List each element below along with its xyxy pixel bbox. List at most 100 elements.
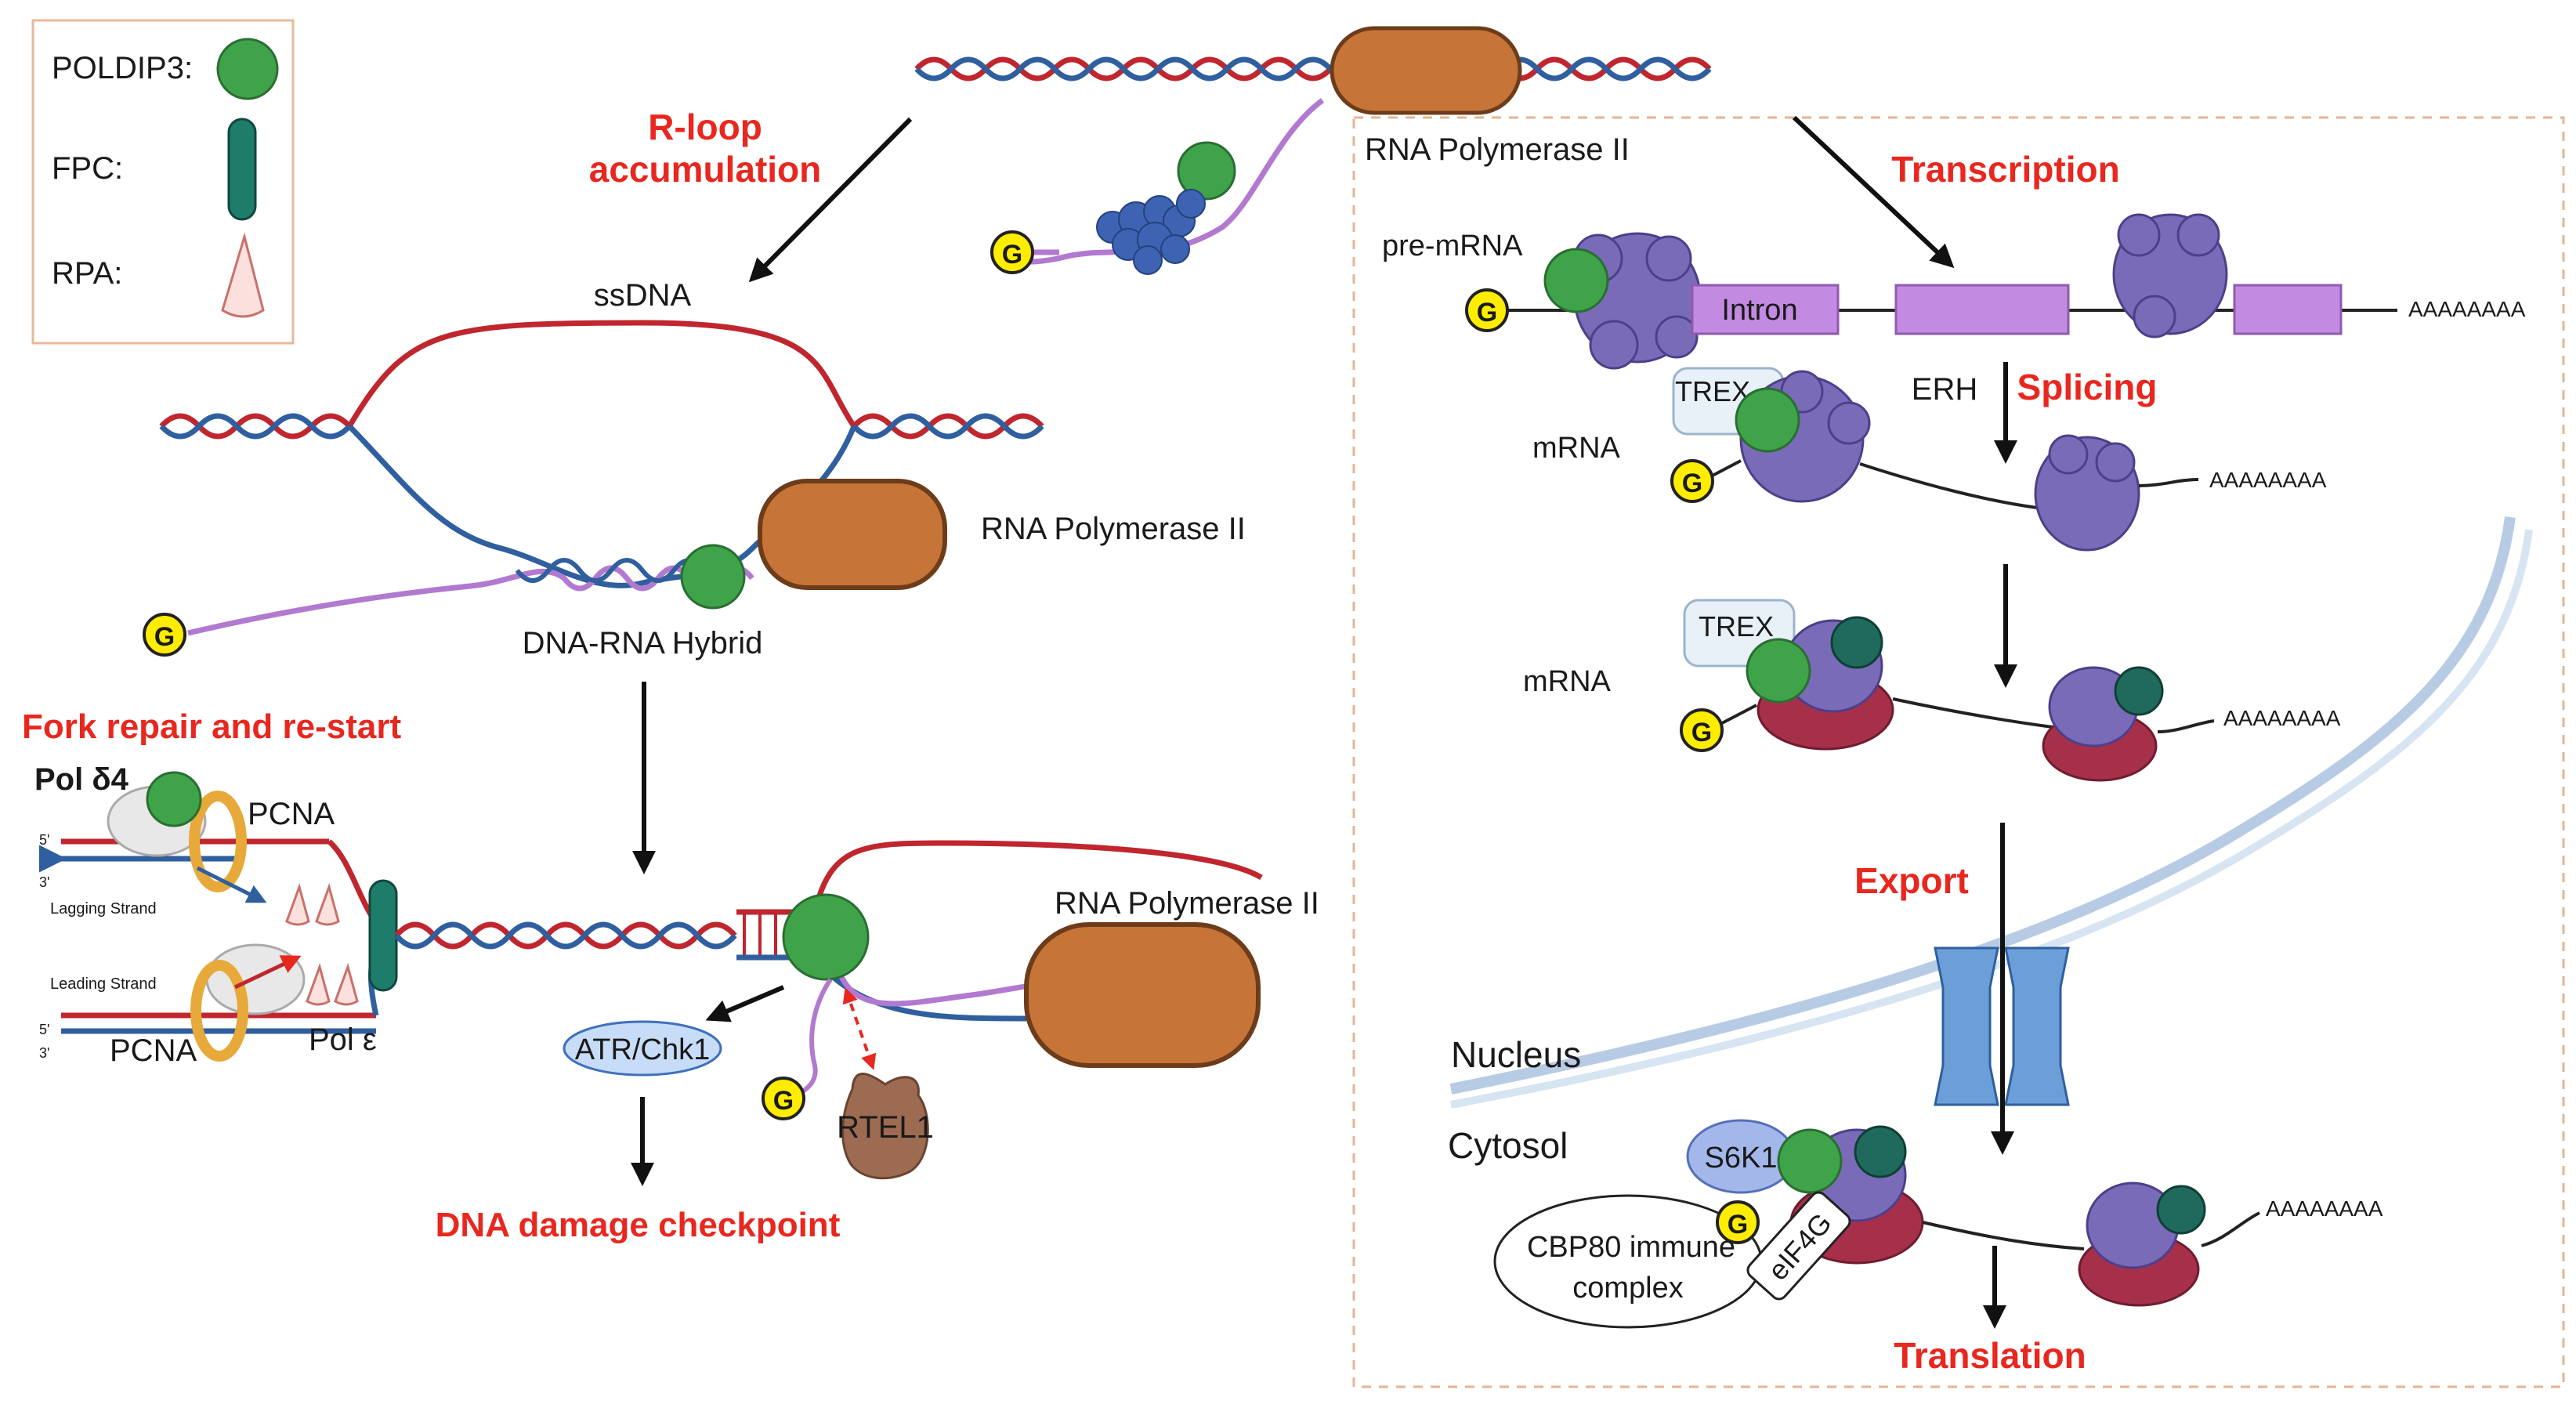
fpc-complex — [368, 879, 398, 992]
rpa-icon — [221, 232, 265, 318]
nucleus-label: Nucleus — [1451, 1034, 1581, 1075]
mrna1-poldip3 — [1735, 387, 1800, 453]
fork-cap-icon — [762, 1077, 805, 1120]
top-blue-protein-cluster — [1096, 189, 1206, 275]
cyto-poldip3 — [1777, 1128, 1843, 1194]
trex-label-2: TREX — [1699, 610, 1774, 642]
top-rna-polymerase — [1330, 26, 1522, 115]
fork-cap-letter: G — [773, 1086, 794, 1116]
fpc-icon — [227, 118, 257, 221]
three-prime-bottom: 3' — [39, 1045, 49, 1061]
nuclear-envelope-outer — [1449, 516, 2516, 1095]
hybrid-label: DNA-RNA Hybrid — [523, 626, 763, 660]
top-dna-blue-strand — [914, 56, 1712, 81]
rtel1-label: RTEL1 — [837, 1110, 934, 1145]
checkpoint-label: DNA damage checkpoint — [436, 1206, 841, 1244]
pcna-top-ring — [189, 791, 247, 892]
s6k1-label: S6K1 — [1705, 1142, 1778, 1174]
rloop-right-dna-blue — [852, 413, 1044, 440]
pre-mrna-poldip3 — [1543, 248, 1609, 313]
cbp80-label-line1: CBP80 immune — [1527, 1231, 1735, 1264]
pre-mrna-cap-letter: G — [1477, 298, 1497, 328]
cyto-polya: AAAAAAAA — [2266, 1196, 2383, 1221]
arrow-to-atr — [705, 985, 785, 1022]
translation-label: Translation — [1894, 1335, 2086, 1376]
fork-poldip3 — [146, 771, 202, 827]
atr-chk1-label: ATR/Chk1 — [575, 1033, 710, 1066]
five-prime-bottom: 5' — [39, 1022, 49, 1037]
cbp80-label-line2: complex — [1572, 1272, 1684, 1305]
fork-rloop-poldip3 — [782, 893, 870, 981]
pre-mrna-cap-icon — [1465, 288, 1509, 332]
transcription-label: Transcription — [1891, 149, 2119, 190]
pol-delta-label: Pol δ4 — [34, 762, 129, 797]
arrow-to-transcription — [1792, 115, 1955, 269]
intron-box — [1691, 284, 1840, 335]
leading-strand-label: Leading Strand — [50, 975, 157, 993]
exon-box-3 — [2233, 284, 2343, 335]
rloop-poldip3 — [680, 544, 746, 610]
pcna-top-label: PCNA — [248, 797, 335, 831]
mrna2-teal-subunit — [1830, 616, 1883, 669]
rpa-4 — [334, 963, 359, 1006]
poldip3-icon — [216, 38, 279, 100]
rloop-right-dna-red — [852, 413, 1044, 440]
three-prime-top: 3' — [39, 874, 49, 890]
top-rnapol-label: RNA Polymerase II — [1365, 132, 1630, 167]
mrna2b-teal-subunit — [2114, 666, 2164, 716]
intron-label: Intron — [1721, 294, 1797, 327]
rloop-title-line2: accumulation — [589, 149, 822, 190]
export-label: Export — [1854, 860, 1969, 901]
rloop-title-line1: R-loop — [648, 107, 762, 147]
fork-section: Fork repair and re-start Pol δ4 PCNA 5' … — [22, 708, 1319, 1244]
rloop-cap-icon — [143, 613, 186, 657]
rtel1-protein — [841, 1073, 929, 1180]
legend: POLDIP3: FPC: RPA: — [31, 19, 295, 345]
mrna1-complex-2 — [2034, 434, 2140, 552]
exon-box-2 — [1894, 284, 2070, 335]
legend-label-fpc: FPC: — [52, 151, 123, 186]
cyto-teal-subunit — [1854, 1125, 1907, 1178]
erh-label: ERH — [1912, 372, 1977, 407]
mrna-label-2: mRNA — [1523, 665, 1612, 698]
arrow-to-rloop — [748, 117, 913, 283]
rloop-left-dna-blue — [159, 413, 352, 440]
mrna1-cap-icon — [1670, 459, 1714, 503]
nuclear-pore-complex — [1934, 946, 2070, 1106]
cyto-cap-icon — [1716, 1200, 1760, 1244]
rloop-rna-polymerase — [758, 479, 947, 590]
pcna-bottom-label: PCNA — [110, 1033, 197, 1068]
cyto2-teal-subunit — [2156, 1185, 2206, 1235]
rloop-rnapol-label: RNA Polymerase II — [981, 512, 1246, 546]
splicing-label: Splicing — [2017, 367, 2158, 407]
mrna-panel: Transcription pre-mRNA G Intron AAAAAAAA… — [1352, 115, 2565, 1388]
rloop-cap-letter: G — [154, 622, 175, 652]
mrna-label-1: mRNA — [1532, 432, 1621, 465]
rpa-3 — [306, 963, 331, 1006]
top-cap-icon — [990, 230, 1034, 274]
mrna2-poldip3 — [1746, 638, 1811, 704]
pcna-bottom-ring — [190, 960, 248, 1062]
five-prime-top: 5' — [39, 832, 49, 848]
fork-dna-red — [394, 921, 737, 950]
top-cap-letter: G — [1002, 240, 1022, 270]
ssdna-strand — [346, 320, 856, 428]
rloop-left-dna-red — [159, 413, 352, 440]
legend-label-poldip3: POLDIP3: — [52, 51, 193, 85]
atr-chk1-bubble — [563, 1020, 722, 1077]
mrna2-polya: AAAAAAAA — [2223, 706, 2341, 730]
rpa-1 — [285, 883, 310, 926]
fork-rnapol-label: RNA Polymerase II — [1055, 886, 1319, 921]
cyto-cap-letter: G — [1728, 1210, 1748, 1239]
cytosol-label: Cytosol — [1448, 1125, 1568, 1166]
mrna1-polya: AAAAAAAA — [2209, 468, 2327, 492]
fork-title: Fork repair and re-start — [22, 708, 401, 746]
rloop-section: R-loop accumulation ssDNA G RNA Polymera… — [143, 107, 1246, 874]
fork-rna-polymerase — [1024, 922, 1261, 1068]
trex-label-1: TREX — [1675, 375, 1750, 407]
rpa-2 — [315, 883, 340, 926]
pre-mrna-polya: AAAAAAAA — [2408, 297, 2526, 321]
pre-mrna-complex-2 — [2112, 213, 2228, 338]
